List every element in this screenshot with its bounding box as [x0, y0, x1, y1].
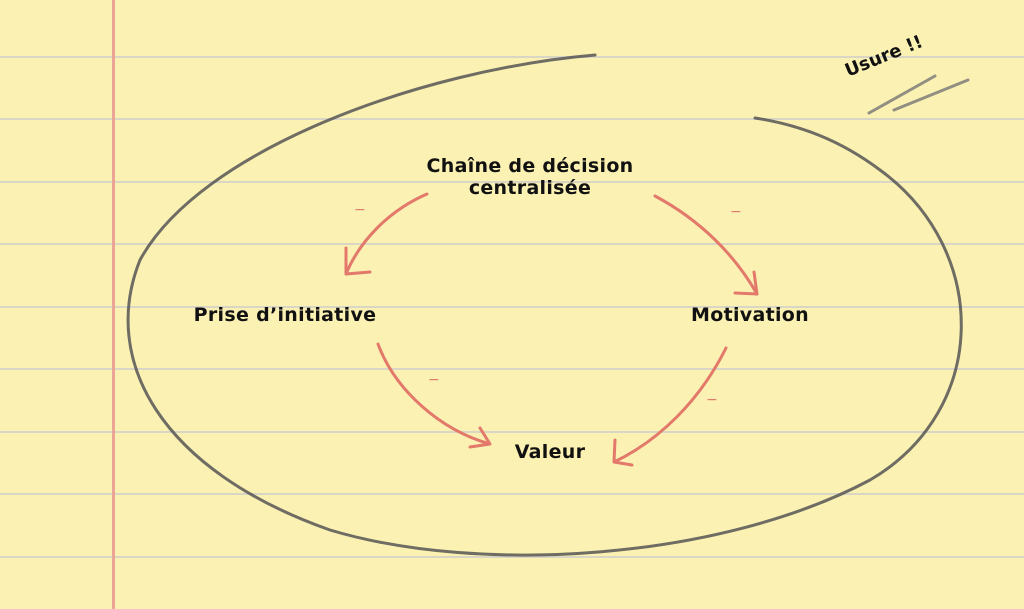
paper-rule: [0, 493, 1024, 495]
paper-rule: [0, 431, 1024, 433]
paper-rule: [0, 306, 1024, 308]
feedback-loop: [126, 53, 963, 557]
negative-sign: −: [730, 204, 742, 220]
arrow-left-to-bottom: [376, 342, 492, 449]
emphasis-stroke: [867, 74, 937, 115]
node-label-line: centralisée: [468, 177, 592, 199]
margin-line: [112, 0, 115, 609]
node-initiative: Prise d’initiative: [193, 304, 377, 326]
arrow-right-to-bottom: [612, 346, 728, 467]
arrow-top-to-right: [653, 194, 759, 296]
paper-rule: [0, 556, 1024, 558]
negative-sign: −: [706, 392, 718, 408]
negative-sign: −: [354, 202, 366, 218]
paper-rule: [0, 243, 1024, 245]
node-label-line: Chaîne de décision: [426, 155, 634, 177]
negative-sign: −: [428, 372, 440, 388]
arrow-top-to-left: [344, 192, 429, 276]
paper-rule: [0, 56, 1024, 58]
paper-rule: [0, 181, 1024, 183]
paper-rule: [0, 368, 1024, 370]
node-centralized-decision: Chaîne de décision centralisée: [410, 155, 650, 199]
emphasis-stroke: [892, 78, 970, 112]
node-value: Valeur: [514, 441, 586, 463]
paper-rule: [0, 118, 1024, 120]
node-motivation: Motivation: [691, 304, 809, 326]
